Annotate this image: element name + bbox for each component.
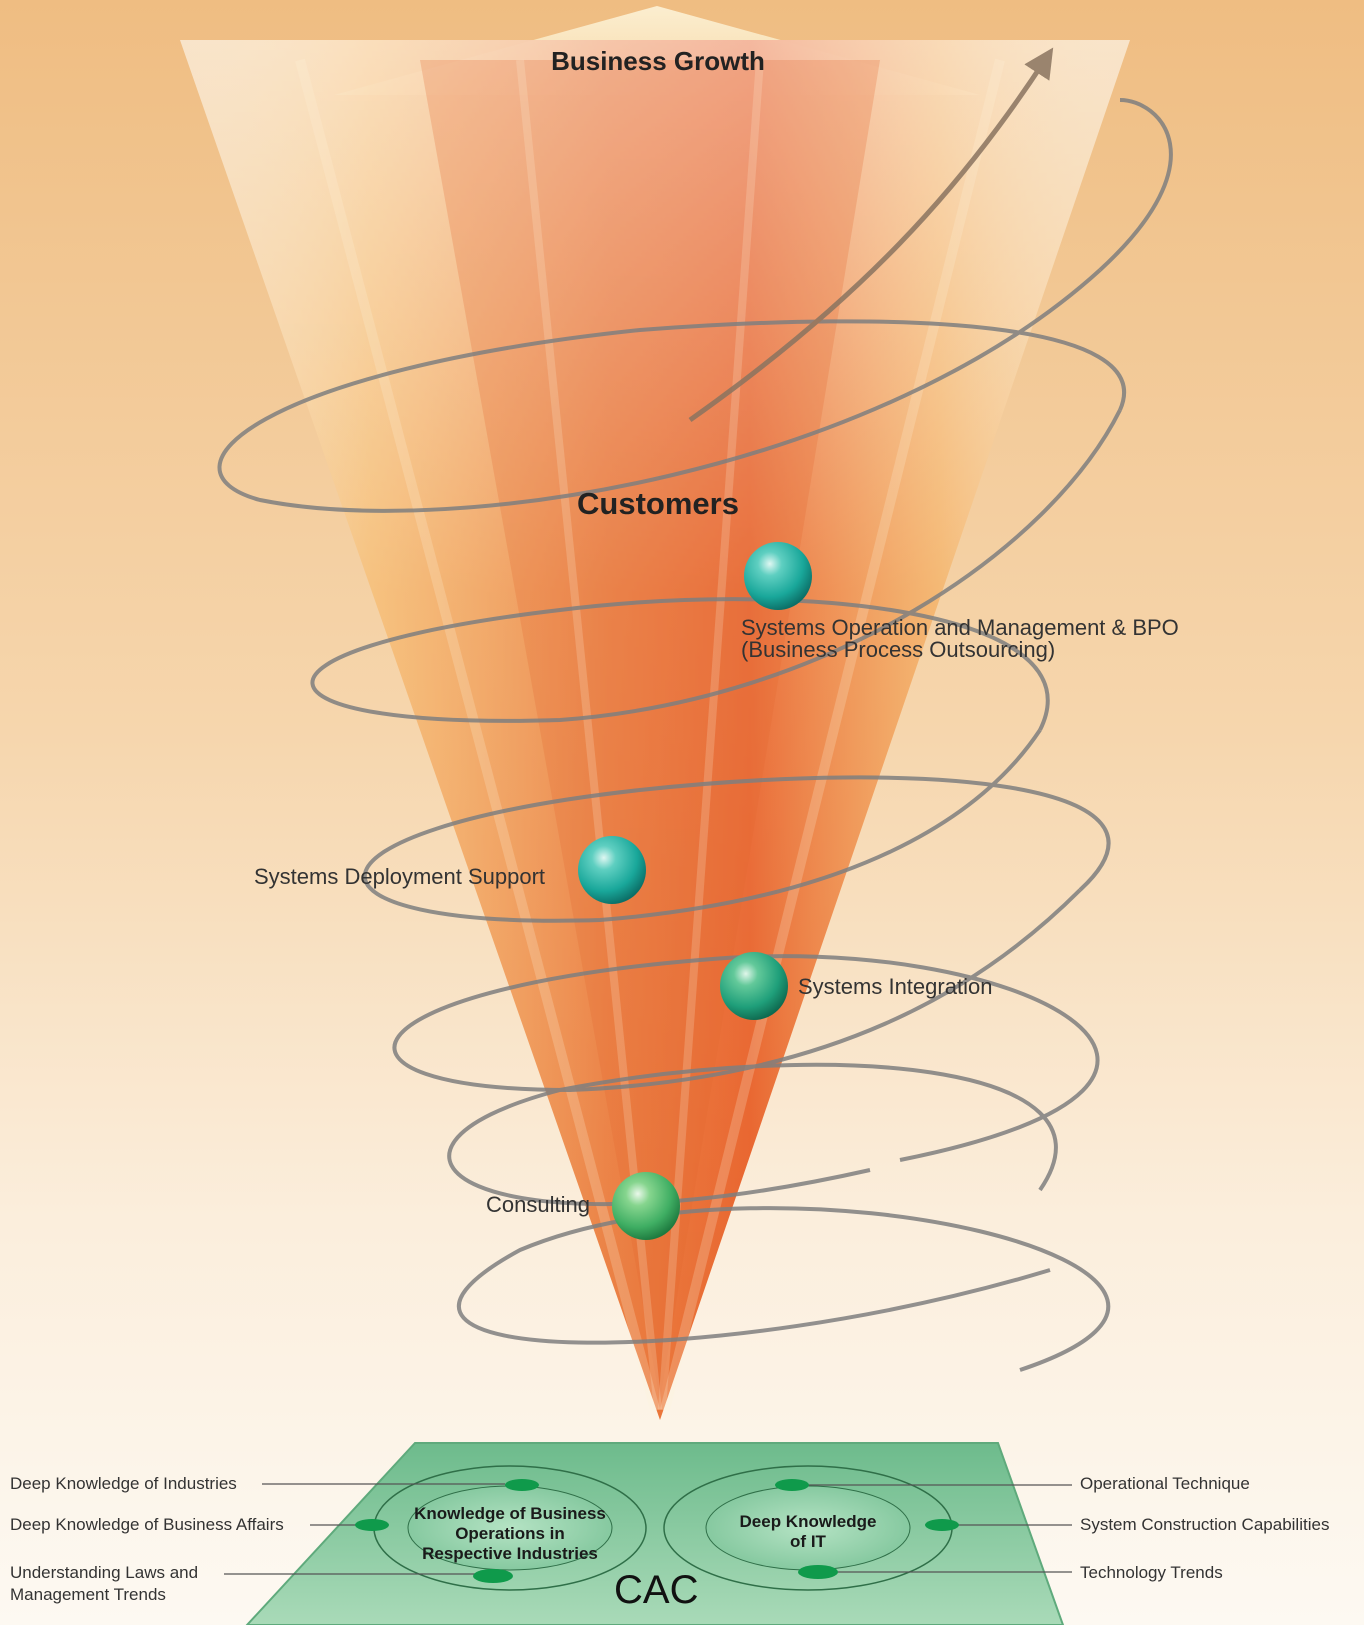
service-bpo-label: Systems Operation and Management & BPO (… [741,617,1179,661]
node-dot [925,1519,959,1531]
node-dot [355,1519,389,1531]
node-dot [798,1565,838,1579]
node-dot [473,1569,513,1583]
left-item-business-affairs: Deep Knowledge of Business Affairs [10,1514,284,1536]
service-consulting-label: Consulting [486,1194,590,1216]
sphere-deployment [578,836,646,904]
sphere-integration [720,952,788,1020]
it-knowledge-ring-label: Deep Knowledge of IT [708,1512,908,1552]
right-item-technology-trends: Technology Trends [1080,1562,1223,1584]
service-integration-label: Systems Integration [798,976,992,998]
right-item-operational-technique: Operational Technique [1080,1473,1250,1495]
customers-label: Customers [0,486,1316,522]
service-deployment-label: Systems Deployment Support [254,866,545,888]
left-item-industries: Deep Knowledge of Industries [10,1473,237,1495]
business-growth-label: Business Growth [0,46,1316,77]
node-dot [775,1479,809,1491]
business-knowledge-ring-label: Knowledge of Business Operations in Resp… [410,1504,610,1564]
right-item-system-construction: System Construction Capabilities [1080,1514,1329,1536]
sphere-bpo [744,542,812,610]
cac-label: CAC [614,1568,698,1613]
sphere-consulting [612,1172,680,1240]
node-dot [505,1479,539,1491]
left-item-laws-trends: Understanding Laws and Management Trends [10,1562,198,1606]
